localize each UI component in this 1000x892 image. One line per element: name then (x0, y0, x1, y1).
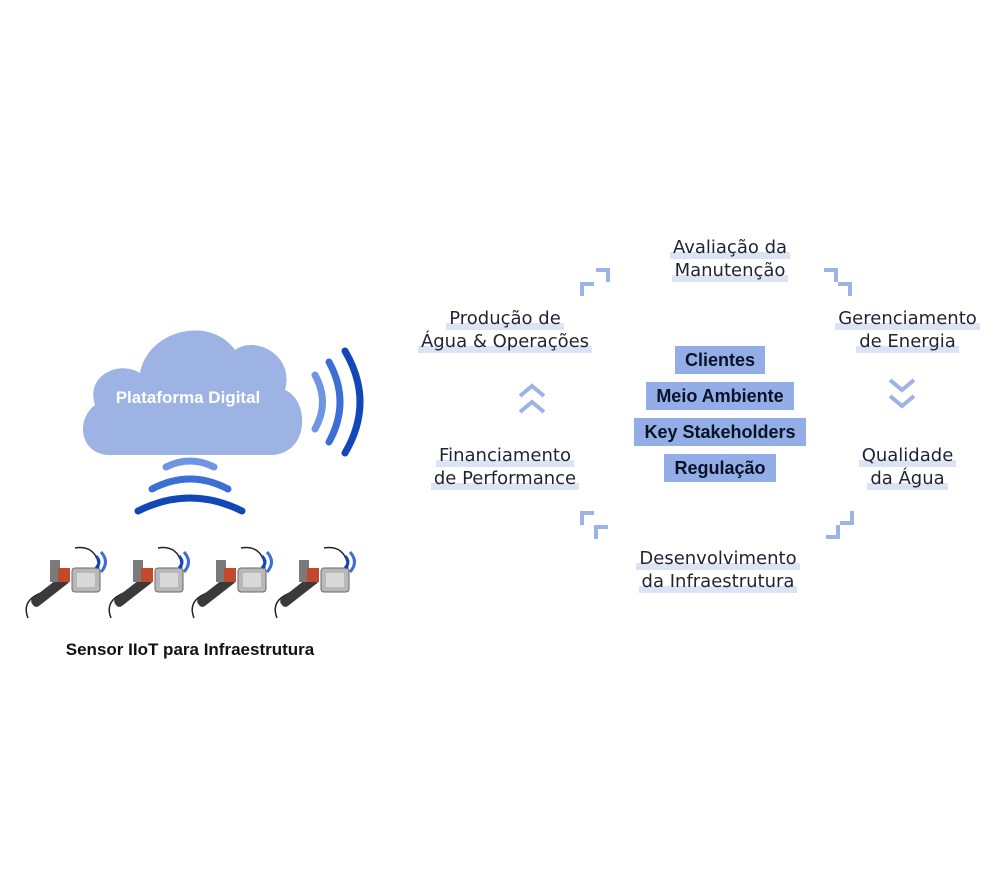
arrow-down-right-icon (824, 268, 852, 296)
arrow-up-left-icon (580, 511, 608, 539)
cloud-label: Plataforma Digital (115, 388, 261, 407)
sensor-icon (25, 547, 107, 619)
center-item-clients: Clientes (674, 346, 766, 374)
sensor-icon (274, 547, 356, 619)
center-item-stakeholders: Key Stakeholders (634, 418, 806, 446)
wireless-signal-icon (134, 457, 246, 515)
chevron-up-icon (518, 383, 546, 414)
center-item-regulation: Regulação (664, 454, 776, 482)
wireless-signal-icon (311, 347, 364, 457)
arrow-down-left-icon (826, 511, 854, 539)
arrow-up-right-icon (580, 268, 610, 296)
sensor-caption: Sensor IIoT para Infraestrutura (65, 640, 315, 659)
center-item-environment: Meio Ambiente (646, 382, 794, 410)
chevron-down-icon (888, 378, 916, 409)
sensor-icon (191, 547, 273, 619)
cloud-icon (83, 330, 303, 455)
sensor-icon (108, 547, 190, 619)
center-stack: Clientes Meio Ambiente Key Stakeholders … (600, 346, 840, 486)
